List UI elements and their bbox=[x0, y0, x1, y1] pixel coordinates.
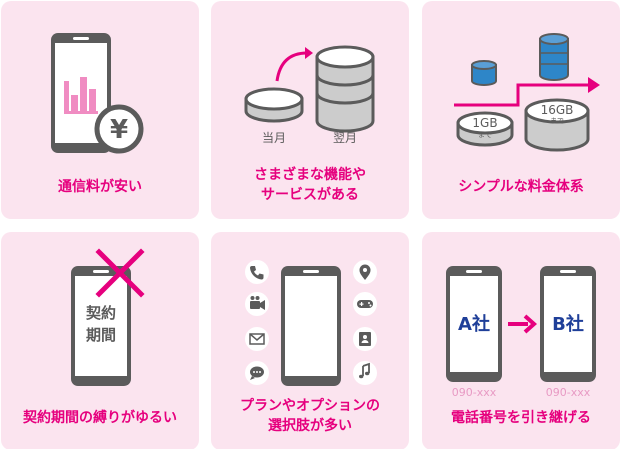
caption-keep-number: 電話番号を引き継げる bbox=[451, 410, 591, 426]
location-pin-icon bbox=[353, 260, 377, 284]
number-b-label: 090-xxx bbox=[546, 386, 591, 399]
disk-stack-icon bbox=[315, 45, 375, 133]
curved-arrow-icon bbox=[275, 47, 313, 82]
low-cost-illustration: ¥ bbox=[51, 33, 144, 154]
feature-card-simple-pricing: 1GB まで 16GB まで シンプルな料金体系 bbox=[422, 1, 620, 219]
bar-chart-icon bbox=[64, 77, 98, 114]
feature-card-many-services: 当月 翌月 さまざまな機能や サービスがある bbox=[211, 1, 409, 219]
phone-icon-b bbox=[540, 266, 596, 382]
disk-icon-small bbox=[456, 111, 514, 147]
arrow-right-icon bbox=[508, 314, 538, 334]
feature-card-flexible-contract: 契約 期間 契約期間の縛りがゆるい bbox=[1, 232, 199, 449]
yen-coin-icon: ¥ bbox=[94, 104, 144, 154]
small-plan-label: 1GB bbox=[472, 116, 497, 130]
small-plan-sub: まで bbox=[478, 131, 492, 139]
chat-icon bbox=[245, 361, 269, 385]
feature-card-many-options: プランやオプションの 選択肢が多い bbox=[211, 232, 409, 449]
phone-icon-a bbox=[446, 266, 502, 382]
disk-icon-large bbox=[524, 98, 590, 152]
feature-card-keep-number: A社 B社 090-xxx 090-xxx 電話番号を引き継げる bbox=[422, 232, 620, 449]
large-plan-sub: まで bbox=[550, 117, 564, 125]
company-a-label: A社 bbox=[458, 313, 490, 335]
disk-icon-small bbox=[244, 87, 304, 123]
options-illustration bbox=[245, 260, 377, 386]
mail-icon bbox=[245, 327, 269, 351]
caption-line-2: サービスがある bbox=[261, 187, 359, 203]
large-plan-label: 16GB bbox=[541, 103, 574, 117]
database-icon-large bbox=[539, 33, 569, 81]
contract-text-line-1: 契約 bbox=[85, 304, 116, 322]
services-illustration: 当月 翌月 bbox=[244, 45, 375, 145]
label-next-month: 翌月 bbox=[333, 131, 357, 145]
caption-line-1: プランやオプションの bbox=[240, 398, 380, 414]
cross-icon bbox=[95, 248, 145, 298]
label-this-month: 当月 bbox=[262, 131, 286, 145]
caption-simple-pricing: シンプルな料金体系 bbox=[458, 179, 584, 195]
video-camera-icon bbox=[245, 292, 269, 316]
feature-card-low-cost: ¥ 通信料が安い bbox=[1, 1, 199, 219]
phone-icon bbox=[281, 266, 341, 386]
caption-low-cost: 通信料が安い bbox=[58, 179, 142, 195]
contract-text-line-2: 期間 bbox=[86, 326, 116, 344]
yen-symbol: ¥ bbox=[110, 115, 128, 145]
caption-line-2: 選択肢が多い bbox=[268, 418, 352, 434]
gamepad-icon bbox=[353, 292, 377, 316]
number-a-label: 090-xxx bbox=[452, 386, 497, 399]
phone-call-icon bbox=[245, 260, 269, 284]
pricing-illustration: 1GB まで 16GB まで bbox=[454, 33, 600, 152]
caption-many-options: プランやオプションの 選択肢が多い bbox=[211, 396, 409, 436]
contacts-icon bbox=[353, 327, 377, 351]
caption-line-1: さまざまな機能や bbox=[254, 167, 366, 183]
caption-many-services: さまざまな機能や サービスがある bbox=[211, 165, 409, 205]
database-icon-small bbox=[471, 60, 497, 86]
caption-flexible-contract: 契約期間の縛りがゆるい bbox=[23, 410, 177, 426]
music-note-icon bbox=[353, 361, 377, 385]
step-arrow-icon bbox=[454, 77, 600, 107]
company-b-label: B社 bbox=[552, 313, 584, 335]
contract-illustration: 契約 期間 bbox=[71, 248, 145, 386]
number-portability-illustration: A社 B社 090-xxx 090-xxx bbox=[446, 266, 596, 399]
